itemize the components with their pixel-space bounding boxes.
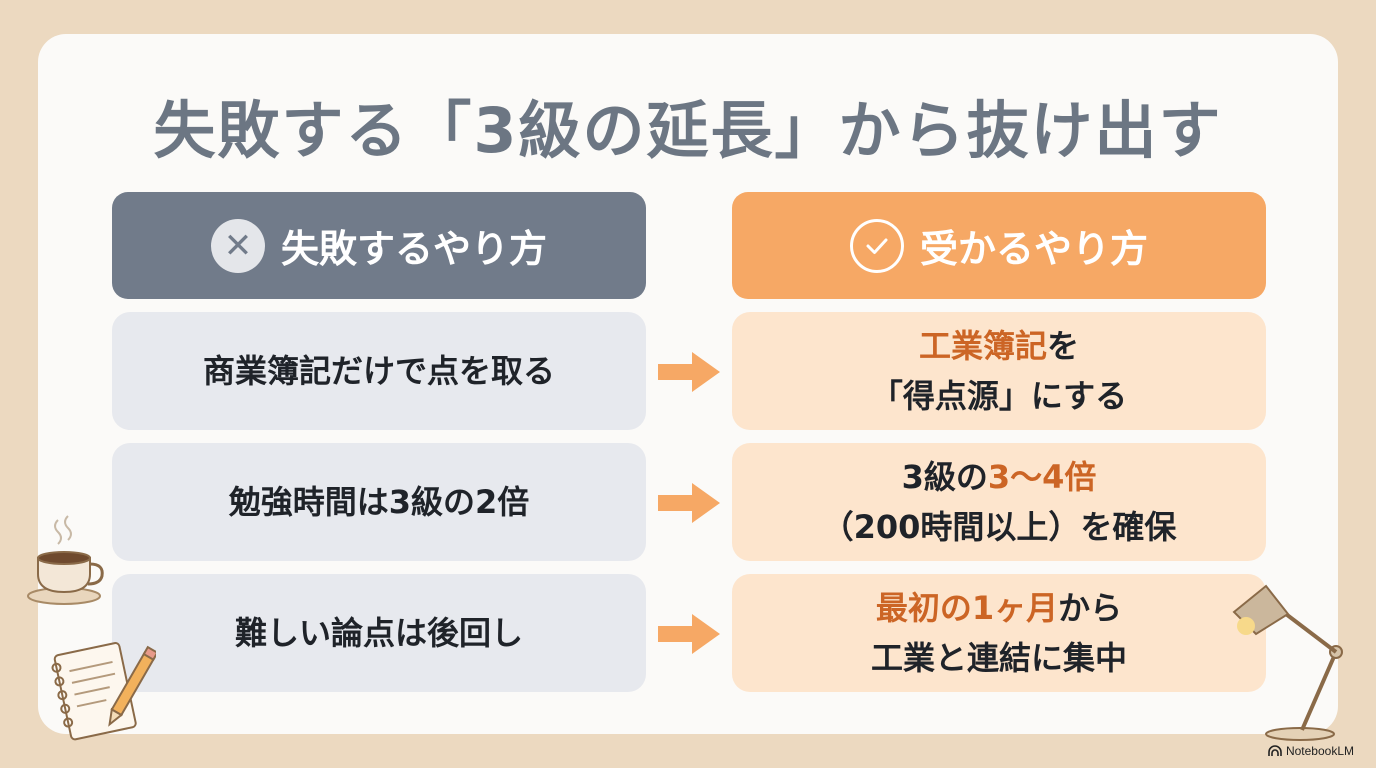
good-item-line-1: 最初の1ヶ月から bbox=[876, 583, 1122, 633]
coffee-cup-icon bbox=[27, 515, 104, 605]
good-item-text: を bbox=[1047, 327, 1080, 365]
good-item-line-2: 工業と連結に集中 bbox=[870, 639, 1127, 677]
bad-item-text: 勉強時間は3級の2倍 bbox=[228, 483, 530, 521]
close-icon: ✕ bbox=[210, 218, 265, 273]
arrow-right-icon bbox=[658, 614, 720, 654]
good-item-1: 工業簿記を 「得点源」にする bbox=[732, 312, 1266, 430]
good-item-text: から bbox=[1058, 589, 1123, 627]
bad-method-header: ✕ 失敗するやり方 bbox=[112, 192, 646, 299]
good-item-line-2: 「得点源」にする bbox=[870, 377, 1128, 415]
good-item-line-1: 工業簿記を bbox=[919, 321, 1079, 371]
bad-item-3: 難しい論点は後回し bbox=[112, 574, 646, 692]
notebooklm-logo-icon bbox=[1268, 745, 1282, 756]
good-method-header: 受かるやり方 bbox=[732, 192, 1266, 299]
notebooklm-badge: NotebookLM bbox=[1268, 744, 1354, 758]
good-method-label: 受かるやり方 bbox=[919, 227, 1148, 271]
check-circle-icon bbox=[849, 218, 904, 273]
highlight-text: 工業簿記 bbox=[918, 327, 1047, 365]
good-item-3: 最初の1ヶ月から 工業と連結に集中 bbox=[732, 574, 1266, 692]
bad-item-1: 商業簿記だけで点を取る bbox=[112, 312, 646, 430]
bad-item-text: 難しい論点は後回し bbox=[234, 614, 523, 652]
good-item-line-2: （200時間以上）を確保 bbox=[821, 508, 1177, 546]
good-item-text: 3級の bbox=[901, 458, 988, 496]
bad-item-text: 商業簿記だけで点を取る bbox=[202, 352, 555, 390]
good-item-2: 3級の3〜4倍 （200時間以上）を確保 bbox=[732, 443, 1266, 561]
bad-item-2: 勉強時間は3級の2倍 bbox=[112, 443, 646, 561]
desk-lamp-icon bbox=[1232, 584, 1343, 741]
arrow-right-icon bbox=[658, 352, 720, 392]
badge-label: NotebookLM bbox=[1285, 744, 1354, 758]
arrow-right-icon bbox=[658, 483, 720, 523]
good-item-line-1: 3級の3〜4倍 bbox=[902, 452, 1097, 502]
highlight-text: 最初の1ヶ月 bbox=[875, 589, 1059, 627]
notepad-icon bbox=[51, 642, 156, 741]
highlight-text: 3〜4倍 bbox=[987, 458, 1097, 496]
bad-method-label: 失敗するやり方 bbox=[280, 227, 547, 271]
page-title: 失敗する「3級の延長」から抜け出す bbox=[153, 94, 1223, 167]
